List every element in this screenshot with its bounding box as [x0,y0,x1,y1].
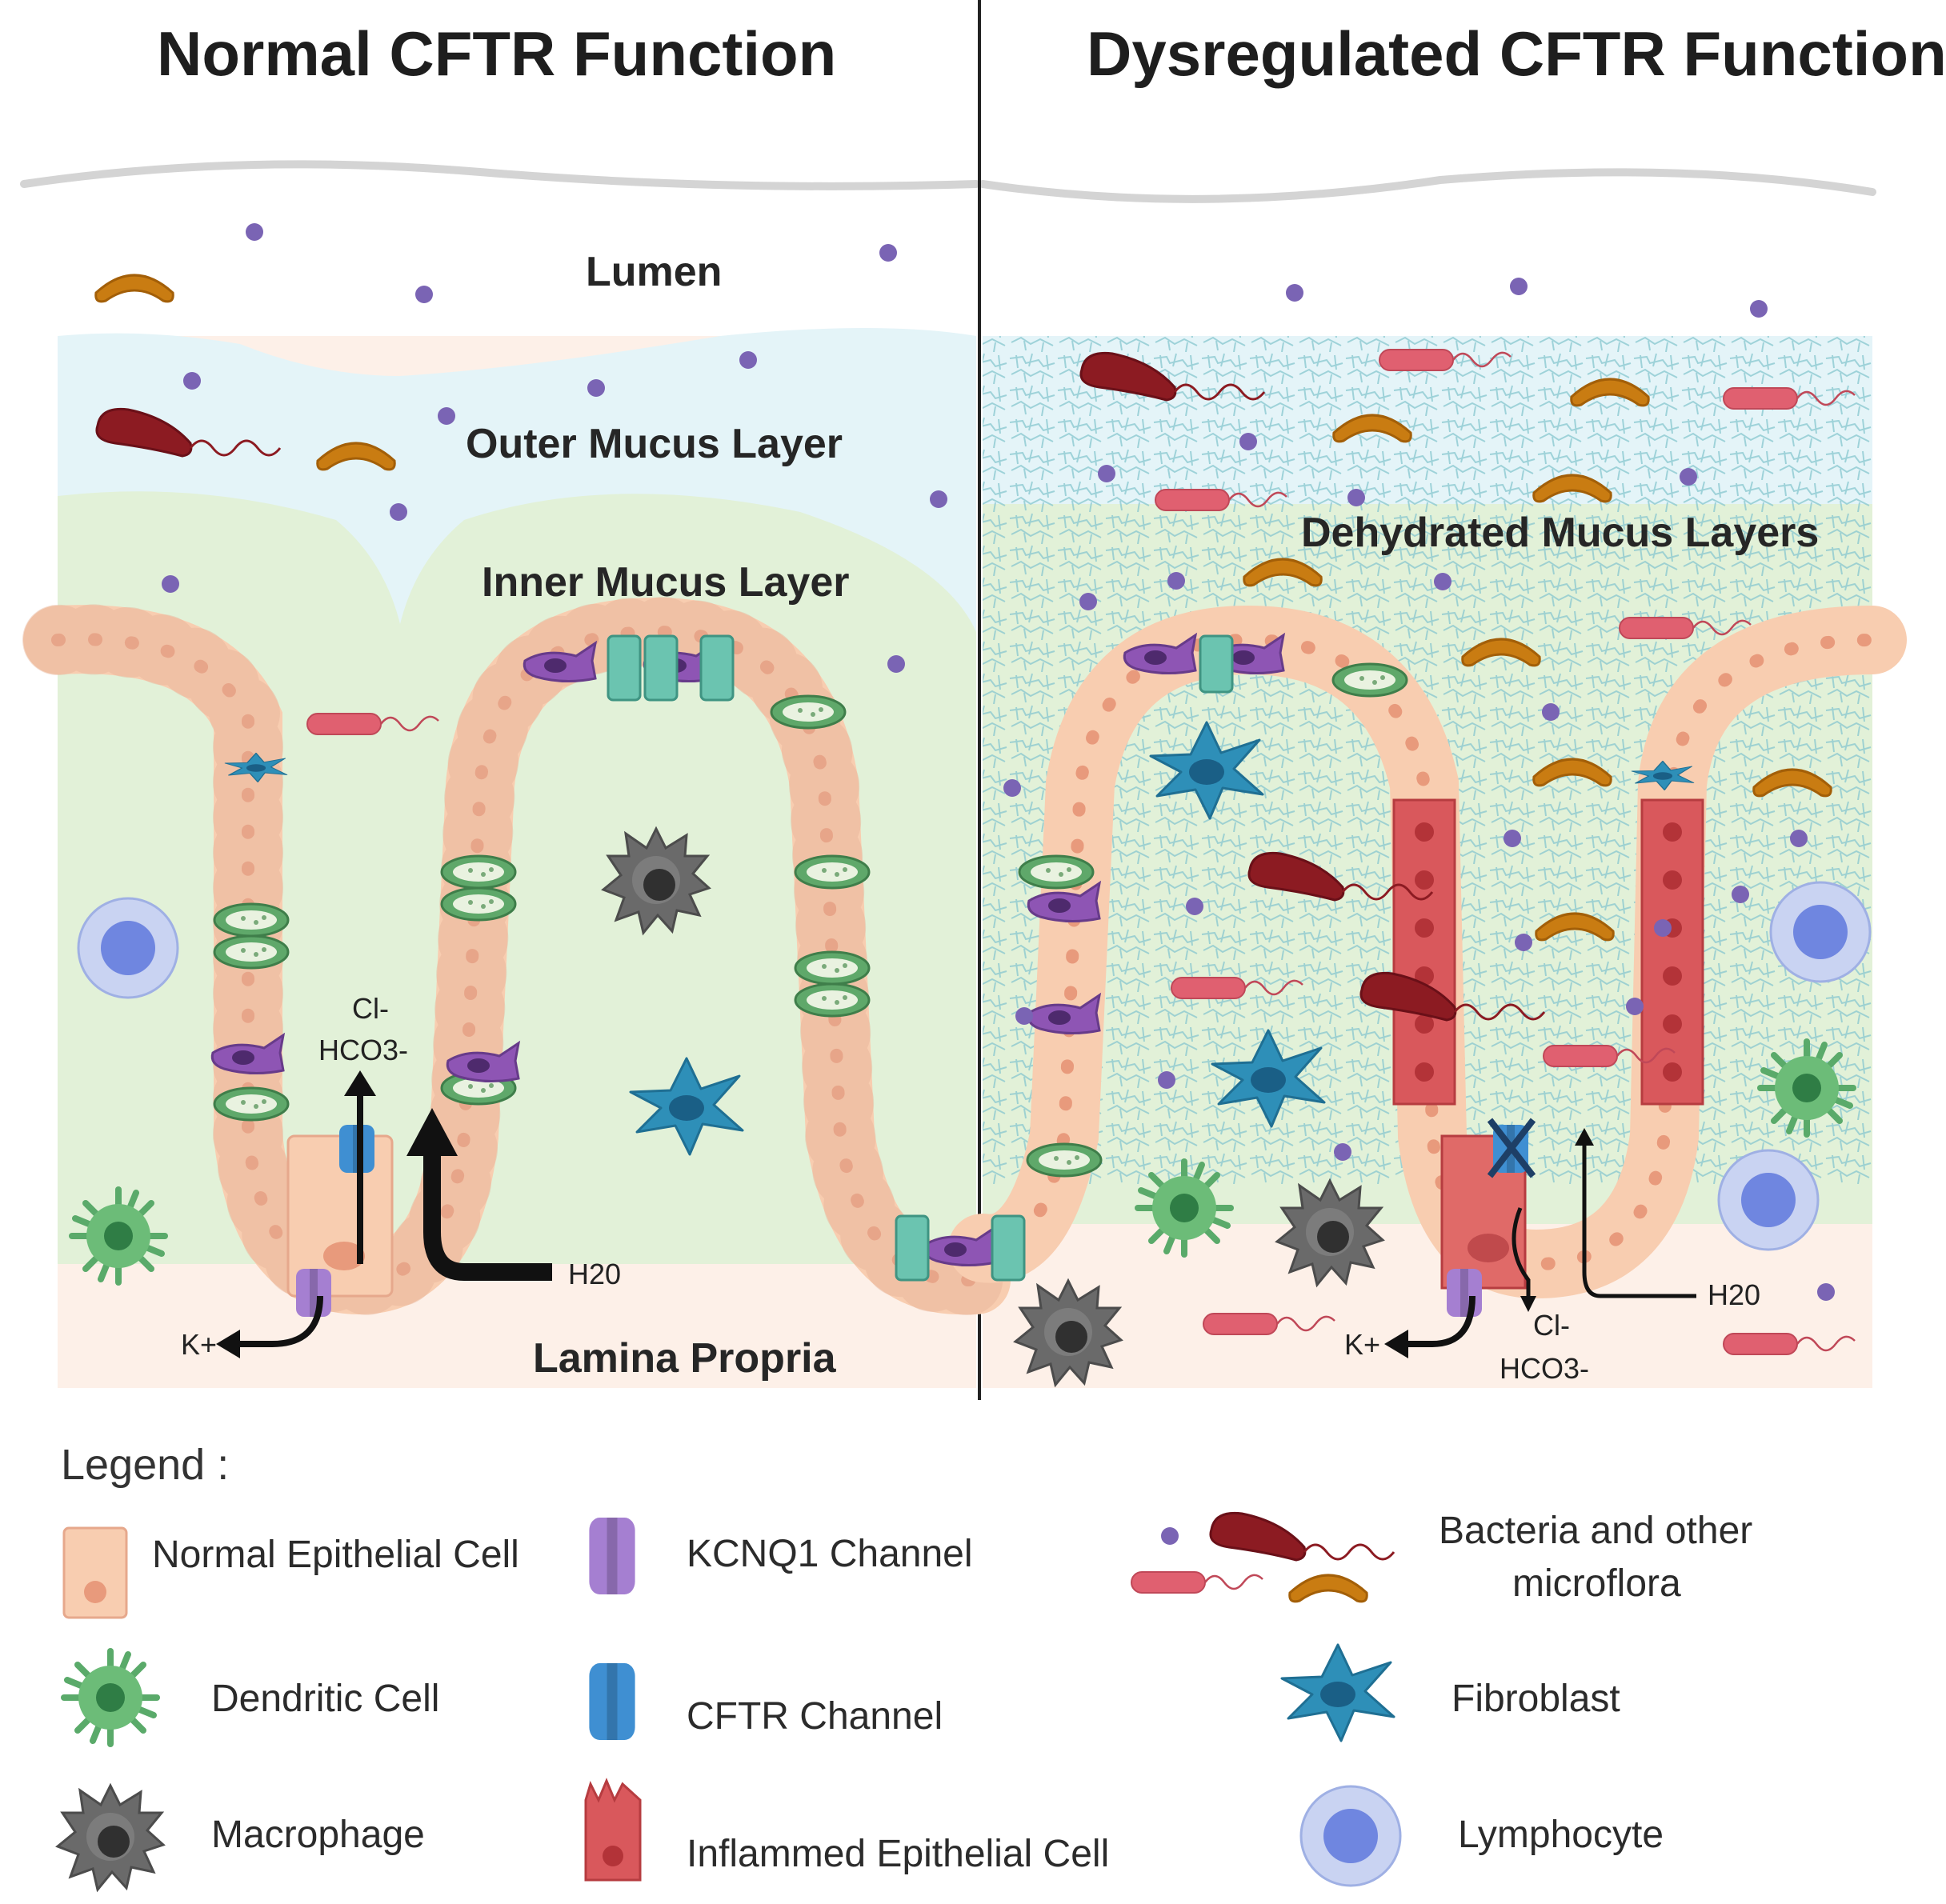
kcnq1-channel-normal [296,1269,331,1317]
label-lamina-propria: Lamina Propria [533,1335,836,1382]
legend-lymphocyte-icon [1299,1785,1402,1887]
title-dysregulated: Dysregulated CFTR Function [1087,18,1946,89]
legend-fibroblast-icon [1280,1643,1395,1742]
legend-label-lymphocyte: Lymphocyte [1458,1814,1664,1856]
legend-bacteria-icon [1130,1511,1395,1603]
label-k-normal: K+ [181,1328,218,1361]
lumen-boundary [20,160,980,190]
label-cl-dysregulated: Cl- [1533,1309,1570,1342]
label-dehydrated-mucus: Dehydrated Mucus Layers [1301,510,1820,556]
ion-arrows-normal [216,1070,552,1358]
legend-label-fibroblast: Fibroblast [1451,1678,1620,1720]
label-water-dysregulated: H20 [1708,1278,1761,1311]
label-inner-mucus: Inner Mucus Layer [482,559,850,606]
legend-normal-epithelial-cell-icon [62,1526,128,1619]
label-k-dysregulated: K+ [1344,1328,1381,1361]
legend-dendritic-cell-icon [64,1651,157,1744]
legend-label-cftr-channel: CFTR Channel [687,1695,943,1738]
label-hco3-normal: HCO3- [318,1034,409,1066]
legend [56,1511,1402,1891]
label-cl-normal: Cl- [352,992,389,1025]
label-water-normal: H20 [568,1258,622,1290]
legend-label-macrophage: Macrophage [211,1814,425,1856]
title-normal: Normal CFTR Function [157,18,837,89]
legend-title: Legend : [61,1441,230,1489]
label-outer-mucus: Outer Mucus Layer [466,421,843,467]
label-hco3-dysregulated: HCO3- [1500,1352,1590,1385]
legend-label-dendritic-cell: Dendritic Cell [211,1678,440,1720]
legend-label-normal-epithelial-cell: Normal Epithelial Cell [152,1534,519,1576]
legend-inflamed-epithelial-cell-icon [584,1778,642,1882]
kcnq1-channel-dysregulated [1447,1269,1482,1317]
label-lumen: Lumen [586,249,723,295]
legend-cftr-channel-icon [589,1663,635,1740]
legend-label-microflora: microflora [1512,1562,1681,1605]
legend-kcnq1-channel-icon [589,1518,635,1594]
legend-label-inflamed-epithelial-cell: Inflammed Epithelial Cell [687,1833,1110,1875]
legend-label-kcnq1-channel: KCNQ1 Channel [687,1533,973,1575]
crypt-top-cells [607,634,1234,1282]
inflamed-epithelium [1392,798,1704,1290]
legend-label-bacteria: Bacteria and other [1439,1510,1753,1552]
ion-transport-cell-normal [286,1134,394,1298]
legend-macrophage-icon [56,1784,165,1891]
cftr-channel-blocked [1487,1118,1536,1178]
ion-arrows-dysregulated [1384,1128,1696,1358]
